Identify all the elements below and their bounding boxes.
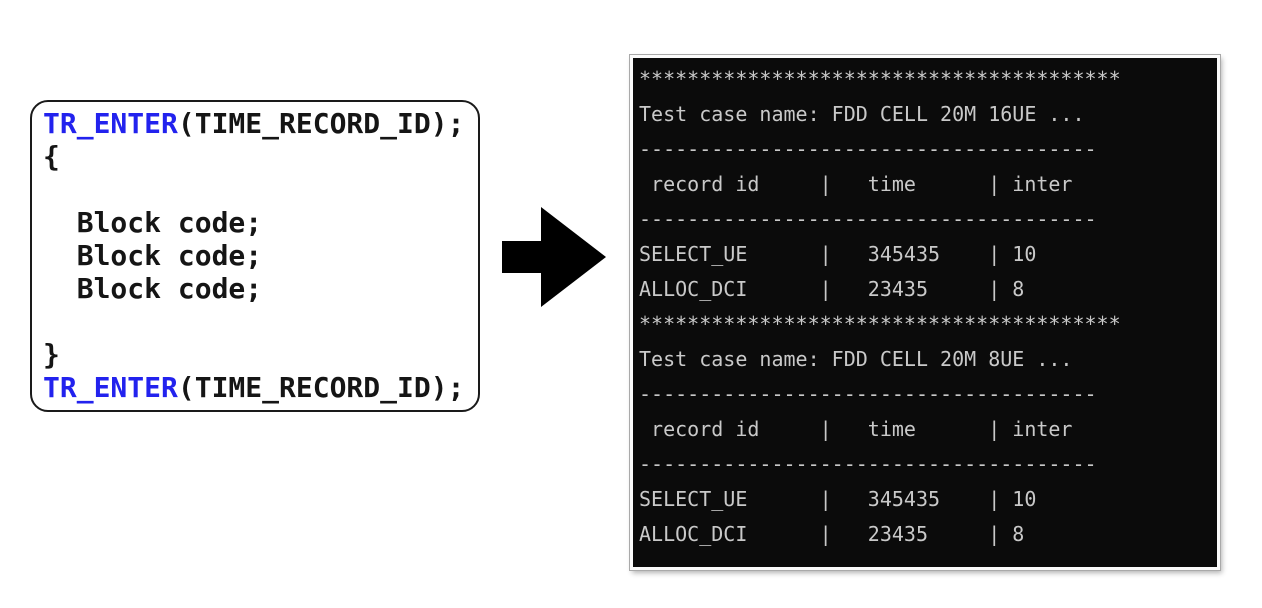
code-line: } (43, 338, 478, 371)
terminal-line: Test case name: FDD CELL 20M 8UE ... (639, 347, 1073, 371)
code-line: TR_ENTER(TIME_RECORD_ID); (43, 107, 478, 140)
terminal-output: ****************************************… (633, 58, 1217, 567)
arrow-shape (502, 207, 606, 307)
code-text: } (43, 338, 60, 371)
code-keyword: TR_ENTER (43, 107, 178, 140)
flow-arrow-icon (502, 207, 606, 307)
terminal-line: -------------------------------------- (639, 452, 1097, 476)
code-text: (TIME_RECORD_ID); (177, 371, 465, 404)
code-text: (TIME_RECORD_ID); (177, 107, 465, 140)
terminal-line: SELECT_UE | 345435 | 10 (639, 487, 1037, 511)
terminal-line: Test case name: FDD CELL 20M 16UE ... (639, 102, 1085, 126)
code-line: Block code; (43, 206, 478, 239)
terminal-line: **************************************** (639, 67, 1121, 91)
code-text: Block code; (43, 272, 263, 305)
terminal-line: record id | time | inter (639, 172, 1073, 196)
terminal-line: ALLOC_DCI | 23435 | 8 (639, 277, 1025, 301)
terminal-line: -------------------------------------- (639, 382, 1097, 406)
terminal-line: record id | time | inter (639, 417, 1073, 441)
code-text: Block code; (43, 239, 263, 272)
code-keyword: TR_ENTER (43, 371, 178, 404)
terminal-window: ****************************************… (629, 54, 1221, 571)
code-text: { (43, 140, 60, 173)
code-line: TR_ENTER(TIME_RECORD_ID); (43, 371, 478, 404)
code-line: Block code; (43, 239, 478, 272)
code-snippet-box: TR_ENTER(TIME_RECORD_ID);{ Block code; B… (30, 100, 480, 412)
code-line (43, 305, 478, 338)
terminal-line: ALLOC_DCI | 23435 | 8 (639, 522, 1025, 546)
terminal-line: **************************************** (639, 312, 1121, 336)
code-line: { (43, 140, 478, 173)
code-block: TR_ENTER(TIME_RECORD_ID);{ Block code; B… (43, 107, 478, 404)
terminal-line: SELECT_UE | 345435 | 10 (639, 242, 1037, 266)
code-line (43, 173, 478, 206)
terminal-line: -------------------------------------- (639, 207, 1097, 231)
code-line: Block code; (43, 272, 478, 305)
code-text: Block code; (43, 206, 263, 239)
terminal-line: -------------------------------------- (639, 137, 1097, 161)
